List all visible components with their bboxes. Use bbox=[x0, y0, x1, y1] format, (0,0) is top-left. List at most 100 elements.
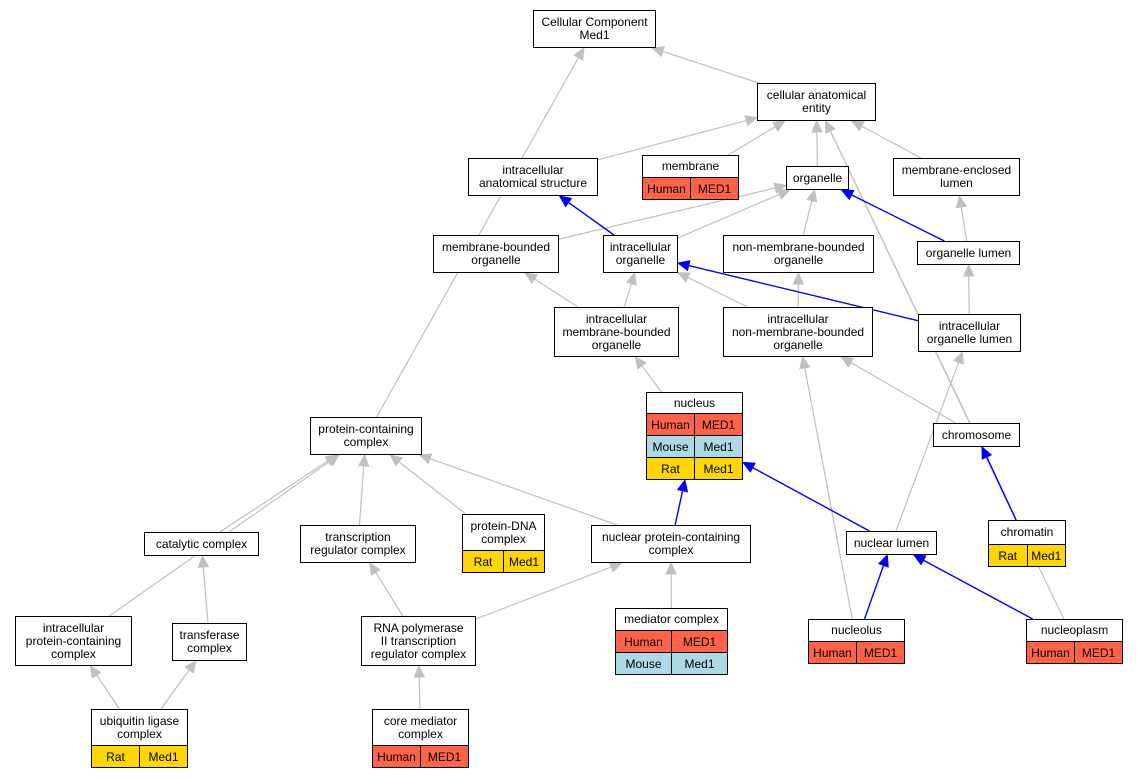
arrowhead-imbo-to-mbo bbox=[524, 272, 539, 285]
arrowhead-nucleolus-to-inmbo bbox=[799, 355, 811, 370]
node-title: RNA polymerase II transcription regulato… bbox=[370, 620, 467, 661]
arrowhead-inmbo-to-io bbox=[676, 272, 691, 283]
node-membrane-enclosed-lumen[interactable]: membrane-enclosed lumen bbox=[893, 158, 1020, 196]
node-title: catalytic complex bbox=[155, 536, 248, 551]
edge-mel-to-cae bbox=[861, 125, 922, 159]
edge-tc-to-catc bbox=[202, 566, 209, 624]
edge-cmc-to-rnap bbox=[418, 676, 421, 710]
edge-npcc-to-pcc bbox=[429, 458, 618, 526]
edge-membrane-to-cae bbox=[727, 126, 776, 156]
edge-ulc-to-tc bbox=[160, 669, 190, 710]
arrowhead-imbo-to-io bbox=[625, 271, 637, 286]
arrowhead-nl-to-nucleus bbox=[741, 461, 756, 473]
edge-inmbo-to-io bbox=[687, 276, 748, 308]
gene-cell: MED1 bbox=[856, 642, 904, 663]
arrowhead-rnap-to-npcc bbox=[608, 561, 623, 573]
arrowhead-ol-to-mel bbox=[955, 194, 967, 209]
node-title: chromatin bbox=[1000, 525, 1054, 539]
arrowhead-io-to-ias bbox=[558, 195, 573, 208]
node-organelle[interactable]: organelle bbox=[786, 166, 849, 190]
edge-imbo-to-io bbox=[623, 283, 632, 308]
annotation-row-rat: Rat Med1 bbox=[463, 550, 544, 572]
node-cellular-anatomical-entity[interactable]: cellular anatomical entity bbox=[757, 83, 876, 121]
species-cell: Human bbox=[647, 181, 686, 196]
node-cellular-component-med1[interactable]: Cellular Component Med1 bbox=[533, 10, 656, 48]
node-intracellular-organelle[interactable]: intracellular organelle bbox=[603, 235, 678, 273]
arrowhead-membrane-to-cae bbox=[771, 120, 786, 132]
node-non-membrane-bounded-organelle[interactable]: non-membrane-bounded organelle bbox=[723, 235, 874, 273]
species-cell: Human bbox=[1031, 645, 1070, 660]
node-nuclear-protein-containing-complex[interactable]: nuclear protein-containing complex bbox=[591, 525, 751, 563]
node-title: nuclear lumen bbox=[853, 535, 930, 550]
node-nuclear-lumen[interactable]: nuclear lumen bbox=[846, 531, 937, 555]
node-title: chromosome bbox=[941, 427, 1012, 442]
arrowhead-ulc-to-ipcc bbox=[89, 664, 102, 679]
gene-cell: MED1 bbox=[420, 746, 468, 767]
edge-nucleolus-to-inmbo bbox=[804, 367, 853, 620]
edge-nl-to-nucleus bbox=[752, 466, 870, 532]
node-title: transferase complex bbox=[179, 628, 240, 655]
node-intracellular-membrane-bounded-organelle[interactable]: intracellular membrane-bounded organelle bbox=[554, 307, 679, 357]
gene-cell: Med1 bbox=[694, 458, 742, 479]
node-title: organelle lumen bbox=[925, 245, 1012, 260]
edge-io-to-organelle bbox=[677, 193, 780, 239]
gene-cell: Med1 bbox=[671, 653, 727, 674]
node-title: intracellular non-membrane-bounded organ… bbox=[731, 311, 865, 352]
gene-cell: MED1 bbox=[694, 414, 742, 435]
arrowhead-chromosome-to-inmbo bbox=[840, 356, 855, 368]
arrowhead-ipcc-to-pcc bbox=[326, 454, 340, 467]
edge-ias-to-cae bbox=[597, 119, 747, 161]
arrowhead-nucleus-to-imbo bbox=[634, 356, 647, 370]
node-protein-containing-complex[interactable]: protein-containing complex bbox=[310, 417, 422, 455]
arrowhead-nucleolus-to-nl bbox=[877, 553, 889, 568]
node-intracellular-anatomical-structure[interactable]: intracellular anatomical structure bbox=[468, 158, 598, 196]
node-title: nuclear protein-containing complex bbox=[601, 530, 741, 557]
node-intracellular-protein-containing-complex[interactable]: intracellular protein-containing complex bbox=[15, 616, 132, 666]
node-organelle-lumen[interactable]: organelle lumen bbox=[917, 241, 1020, 265]
edge-catc-to-pcc bbox=[219, 460, 329, 533]
node-catalytic-complex[interactable]: catalytic complex bbox=[144, 532, 259, 556]
arrowhead-cmc-to-rnap bbox=[413, 664, 426, 678]
gene-cell: Med1 bbox=[503, 551, 544, 572]
edge-iol-to-io bbox=[688, 264, 919, 322]
arrowhead-nucleoplasm-to-nl bbox=[912, 554, 927, 566]
gene-cell: MED1 bbox=[671, 631, 727, 652]
species-cell: Rat bbox=[998, 548, 1018, 563]
node-membrane-bounded-organelle[interactable]: membrane-bounded organelle bbox=[433, 235, 559, 273]
arrowhead-nucleoplasm-to-cae bbox=[825, 119, 836, 134]
node-transferase-complex[interactable]: transferase complex bbox=[172, 623, 247, 661]
arrowhead-ulc-to-tc bbox=[184, 660, 197, 674]
arrowhead-cae-to-cc bbox=[651, 46, 666, 58]
arrowhead-trc-to-pcc bbox=[357, 453, 370, 467]
node-title: ubiquitin ligase complex bbox=[99, 713, 180, 741]
node-rna-polymerase-ii-transcription-regulator-complex[interactable]: RNA polymerase II transcription regulato… bbox=[361, 616, 476, 666]
species-cell: Rat bbox=[473, 554, 493, 569]
node-intracellular-organelle-lumen[interactable]: intracellular organelle lumen bbox=[918, 314, 1021, 352]
node-chromosome[interactable]: chromosome bbox=[933, 423, 1020, 447]
node-intracellular-non-membrane-bounded-organelle[interactable]: intracellular non-membrane-bounded organ… bbox=[723, 307, 873, 357]
edge-nucleus-to-imbo bbox=[641, 365, 662, 393]
arrowhead-pdna-to-pcc bbox=[389, 454, 403, 467]
node-title: mediator complex bbox=[624, 612, 719, 626]
arrowhead-npcc-to-pcc bbox=[418, 453, 433, 465]
node-transcription-regulator-complex[interactable]: transcription regulator complex bbox=[300, 525, 416, 563]
node-title: intracellular organelle lumen bbox=[926, 319, 1013, 346]
arrowhead-inmbo-to-nmbo bbox=[792, 271, 805, 285]
